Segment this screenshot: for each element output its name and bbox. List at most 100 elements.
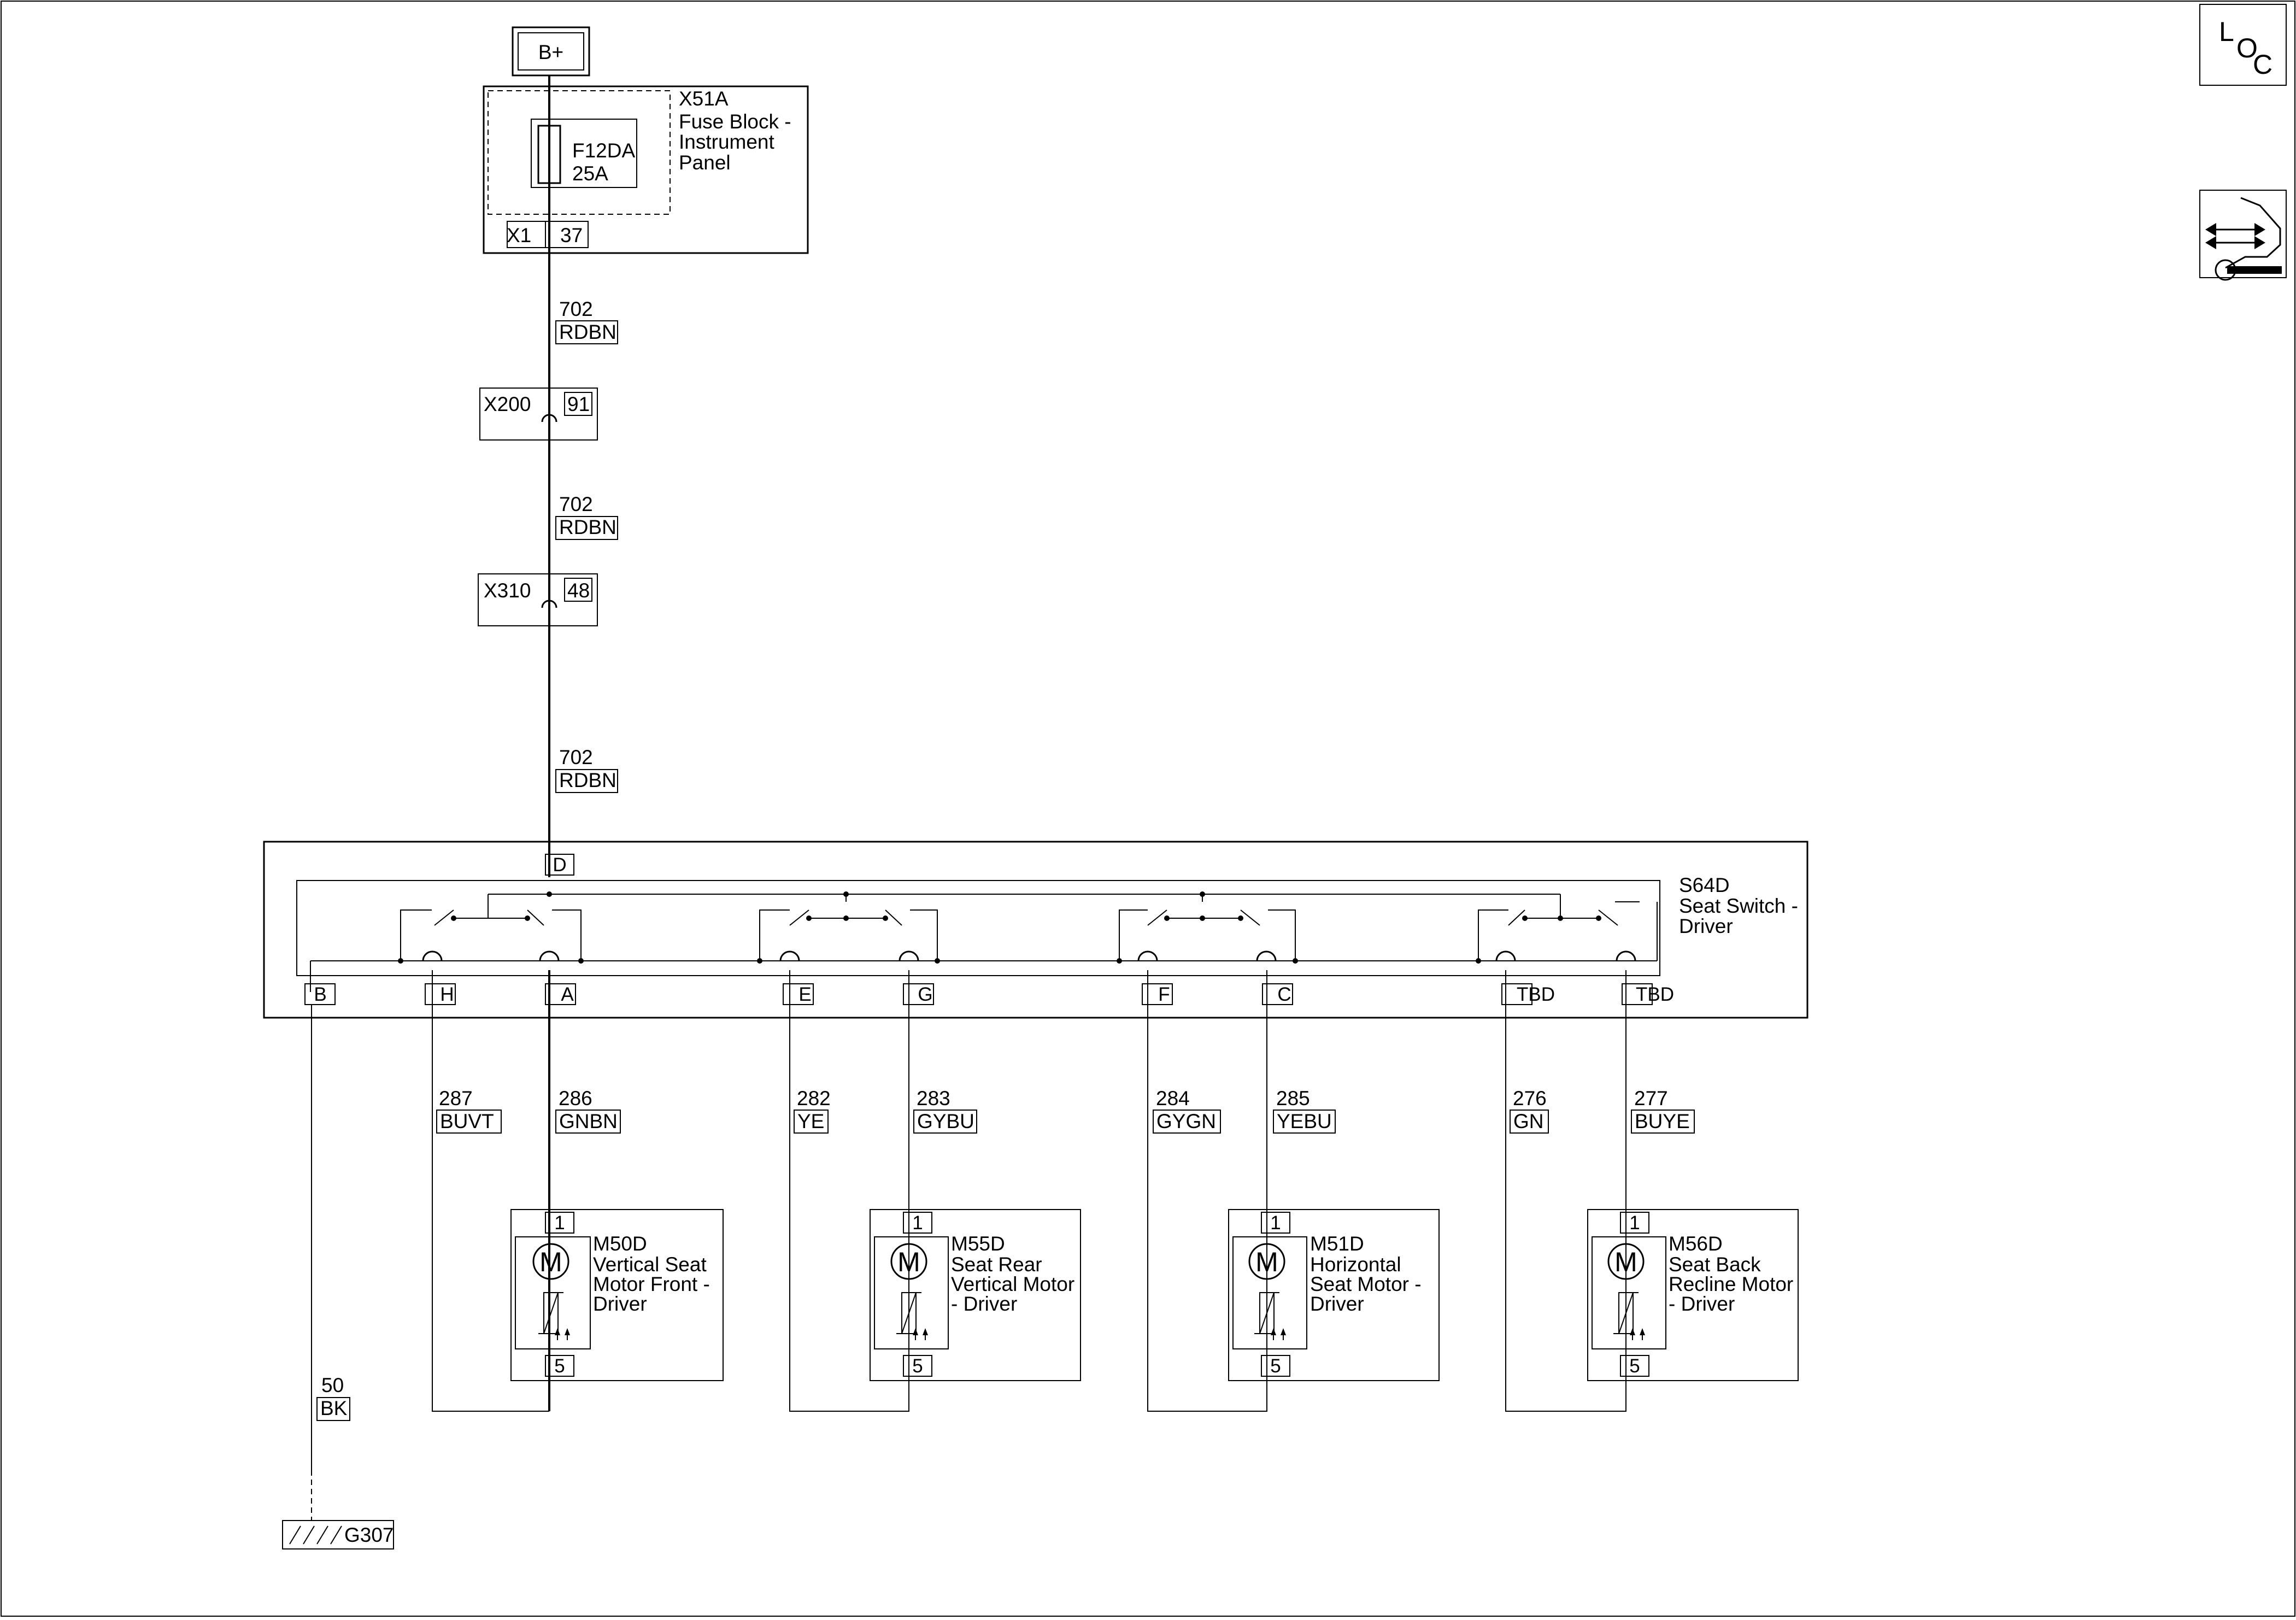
power-source-label: B+ [538, 41, 563, 63]
motor-pin-bottom: 5 [912, 1355, 923, 1377]
wire-color: GN [1513, 1110, 1544, 1132]
wire-label-702-a: 702 RDBN [555, 298, 618, 344]
motor-name-1: Vertical Seat [593, 1253, 707, 1276]
motor-wire-label-286: 286 GNBN [555, 1087, 621, 1134]
position-sensor-icon [1259, 1292, 1275, 1334]
motor-symbol-letter: M [897, 1247, 920, 1277]
motor-pin-top: 1 [554, 1212, 565, 1234]
connector-pin: 91 [567, 393, 590, 415]
wire-color: GYBU [917, 1110, 974, 1132]
pin-label: TBD [1636, 984, 1674, 1005]
motor-name-2: Motor Front - [593, 1273, 710, 1295]
wire-circuit: 277 [1634, 1087, 1668, 1110]
fuse-block-x51a[interactable]: F12DA 25A X51A Fuse Block - Instrument P… [483, 85, 809, 254]
motor-name-2: Seat Motor - [1310, 1273, 1422, 1295]
sensor-arrows-icon [555, 1328, 570, 1340]
location-icon-letter-c: C [2253, 49, 2272, 80]
wire-circuit: 702 [559, 298, 593, 320]
fuse-block-connector: X1 [507, 224, 531, 246]
wire-circuit: 284 [1156, 1087, 1190, 1110]
pin-label: G [918, 984, 932, 1005]
motor-id: M56D [1669, 1232, 1723, 1255]
motor-symbol-letter: M [1255, 1247, 1278, 1277]
wire-color: YE [797, 1110, 824, 1132]
wire-circuit: 276 [1513, 1087, 1547, 1110]
wire-circuit: 283 [917, 1087, 950, 1110]
motor-symbol-icon [1248, 1243, 1285, 1280]
pin-label: C [1277, 984, 1291, 1005]
wire-color: BK [320, 1397, 348, 1419]
location-icon[interactable]: L O C [2199, 4, 2287, 86]
wire-color: BUYE [1635, 1110, 1690, 1132]
pin-label: TBD [1517, 984, 1555, 1005]
motor-symbol-icon [1607, 1243, 1645, 1280]
pin-label: A [561, 984, 574, 1005]
motor-name-1: Seat Rear [951, 1253, 1042, 1276]
inline-connector-x310[interactable]: X310 48 [478, 573, 598, 626]
wire-color: YEBU [1277, 1110, 1332, 1132]
fuse-block-id: X51A [679, 87, 729, 110]
motor-name-3: - Driver [951, 1293, 1017, 1315]
motor-wire-label-276: 276 GN [1510, 1087, 1549, 1134]
switch-contacts-group-1 [398, 909, 584, 964]
motor-pin-bottom: 5 [554, 1355, 565, 1377]
switch-pin-c[interactable]: C [1262, 983, 1293, 1005]
switch-pin-e[interactable]: E [783, 983, 814, 1005]
motor-pin-top: 1 [912, 1212, 923, 1234]
pin-label: H [440, 984, 454, 1005]
motor-name-2: Recline Motor [1669, 1273, 1793, 1295]
motor-name-1: Horizontal [1310, 1253, 1401, 1276]
pin-label: F [1158, 984, 1170, 1005]
switch-pin-f[interactable]: F [1142, 983, 1173, 1005]
pin-label: B [314, 984, 326, 1005]
wire-color: RDBN [559, 321, 616, 343]
wire-color: BUVT [440, 1110, 494, 1132]
connector-pin: 48 [567, 579, 590, 602]
motor-wire-label-284: 284 GYGN [1153, 1087, 1221, 1134]
switch-contacts-group-4 [1476, 901, 1640, 964]
ground-id: G307 [344, 1524, 394, 1546]
connector-id: X200 [484, 393, 531, 415]
switch-pin-h[interactable]: H [425, 983, 456, 1005]
location-icon-letter-l: L [2219, 16, 2234, 47]
wire-circuit: 50 [321, 1374, 344, 1396]
sensor-arrows-icon [1271, 1328, 1286, 1340]
motor-m51d[interactable]: 1 5 M M51D Horizontal Seat Motor - Drive… [1228, 1209, 1440, 1381]
switch-contacts-group-3 [1117, 909, 1298, 964]
sensor-arrows-icon [1630, 1328, 1645, 1340]
switch-pin-a[interactable]: A [545, 983, 576, 1005]
fuse-block-name-3: Panel [679, 151, 731, 174]
wire-circuit: 702 [559, 493, 593, 515]
motor-m56d[interactable]: 1 5 M M56D Seat Back Recline Motor - Dri… [1587, 1209, 1799, 1381]
wire-color: GYGN [1156, 1110, 1216, 1132]
fuse-rating: 25A [572, 162, 608, 185]
motor-pin-top: 1 [1270, 1212, 1281, 1234]
ground-g307[interactable]: G307 [282, 1520, 394, 1549]
connector-id: X310 [484, 579, 531, 602]
switch-pin-g[interactable]: G [903, 983, 934, 1005]
connector-repair-icon[interactable] [2199, 190, 2287, 281]
motor-name-3: Driver [1310, 1293, 1364, 1315]
seat-switch-s64d[interactable]: D S64D Seat Switch - Driver [263, 841, 1808, 1019]
motor-m55d[interactable]: 1 5 M M55D Seat Rear Vertical Motor - Dr… [870, 1209, 1081, 1381]
switch-input-pin: D [553, 854, 566, 876]
motor-name-1: Seat Back [1669, 1253, 1761, 1276]
motor-symbol-letter: M [1614, 1247, 1637, 1277]
position-sensor-icon [543, 1292, 559, 1334]
motor-m50d[interactable]: 1 5 M M50D Vertical Seat Motor Front - D… [510, 1209, 724, 1381]
switch-pin-b[interactable]: B [304, 983, 336, 1005]
inline-connector-x200[interactable]: X200 91 [479, 388, 598, 441]
ground-icon [289, 1525, 342, 1545]
motor-wire-label-277: 277 BUYE [1631, 1087, 1695, 1134]
motor-wire-label-285: 285 YEBU [1273, 1087, 1336, 1134]
power-source-b-plus[interactable]: B+ [512, 26, 590, 77]
motor-wire-label-287: 287 BUVT [436, 1087, 502, 1134]
switch-pin-tbd-1[interactable]: TBD [1501, 983, 1555, 1005]
sensor-arrows-icon [913, 1328, 928, 1340]
position-sensor-icon [1618, 1292, 1634, 1334]
switch-pin-tbd-2[interactable]: TBD [1622, 983, 1674, 1005]
fuse-block-name-1: Fuse Block - [679, 110, 791, 133]
fuse-element-icon [537, 125, 561, 184]
